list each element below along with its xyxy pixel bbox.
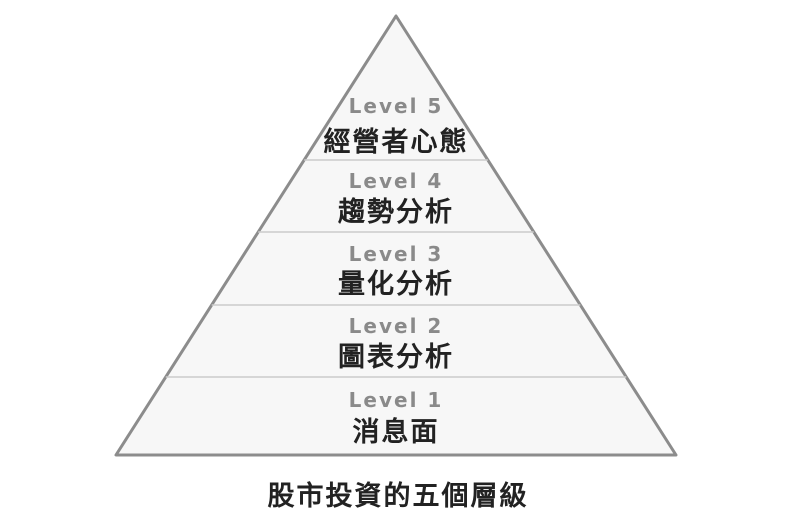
level-3-name: 量化分析 [338, 269, 454, 300]
level-segment-3: Level 3 量化分析 [338, 242, 454, 300]
level-4-label: Level 4 [349, 169, 444, 193]
level-5-label: Level 5 [349, 94, 444, 118]
level-2-label: Level 2 [349, 314, 444, 338]
level-segment-1: Level 1 消息面 [349, 388, 444, 448]
level-2-name: 圖表分析 [338, 342, 454, 373]
level-1-label: Level 1 [349, 388, 444, 412]
level-segment-4: Level 4 趨勢分析 [338, 169, 454, 228]
level-1-name: 消息面 [353, 416, 440, 448]
level-3-label: Level 3 [349, 242, 444, 266]
level-segment-5: Level 5 經營者心態 [324, 94, 469, 158]
diagram-title: 股市投資的五個層級 [268, 480, 529, 512]
level-segment-2: Level 2 圖表分析 [338, 314, 454, 373]
pyramid-shape [114, 14, 678, 457]
level-4-name: 趨勢分析 [338, 196, 454, 228]
level-5-name: 經營者心態 [324, 126, 469, 158]
